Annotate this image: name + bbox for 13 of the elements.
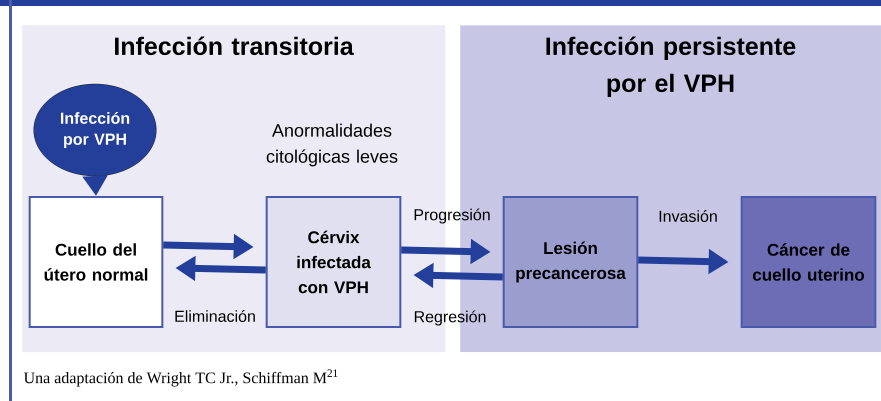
edge-label: Regresión — [414, 310, 486, 326]
process-box: Lesión precancerosa — [502, 196, 638, 328]
edge-label: Eliminación — [175, 310, 255, 322]
process-box: Cérvix infectada con VPH — [266, 196, 402, 328]
process-box: Cáncer de cuello uterino — [740, 196, 876, 328]
panel-title: Infección persistente por el VPH — [546, 36, 796, 98]
panel-title: Infección transitoria — [115, 36, 354, 56]
circle-node: Infección por VPH — [34, 84, 156, 176]
note-text: Anormalidades citológicas leves — [266, 124, 398, 166]
edge-label: Progresión — [414, 208, 490, 224]
caption: Una adaptación de Wright TC Jr., Schiffman M$^{21}$ — [24, 369, 338, 387]
process-box: Cuello del útero normal — [28, 196, 164, 328]
edge-label: Invasión — [660, 210, 717, 222]
